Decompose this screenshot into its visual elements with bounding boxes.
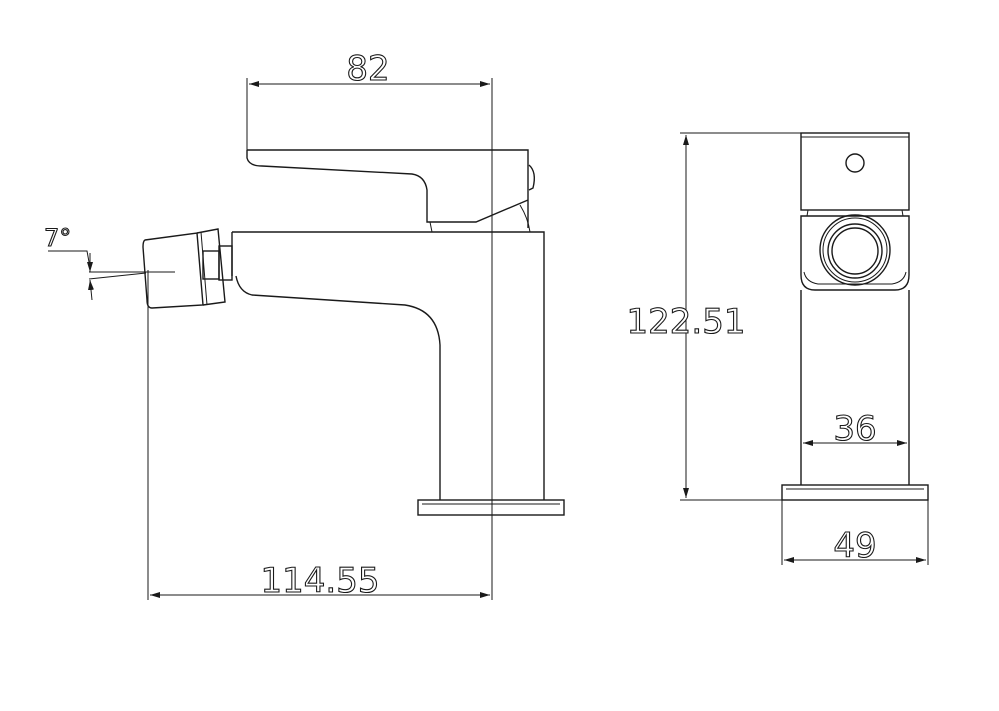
faucet-base: [417, 499, 565, 516]
front-base: [781, 484, 929, 501]
dimension-base-width: 49: [833, 526, 876, 566]
handle-indicator-circle: [845, 153, 865, 173]
dimension-height: 122.51: [627, 302, 746, 342]
front-handle-block: [800, 132, 910, 211]
dimension-overall-reach: 114.55: [261, 561, 380, 601]
handle-knob: [528, 164, 536, 191]
front-spout-block: [800, 215, 910, 291]
faucet-body: [232, 231, 545, 500]
front-aerator-rings: [819, 214, 891, 286]
side-view: 7° 82 114.55: [43, 48, 565, 602]
front-view: 122.51 36 49: [626, 132, 929, 567]
dimension-handle-length: 82: [346, 49, 389, 89]
dimension-body-width: 36: [833, 409, 876, 449]
dimension-spout-angle: 7°: [44, 224, 71, 252]
handle-lever: [246, 149, 529, 228]
bidet-spray-aerator: [88, 228, 233, 309]
